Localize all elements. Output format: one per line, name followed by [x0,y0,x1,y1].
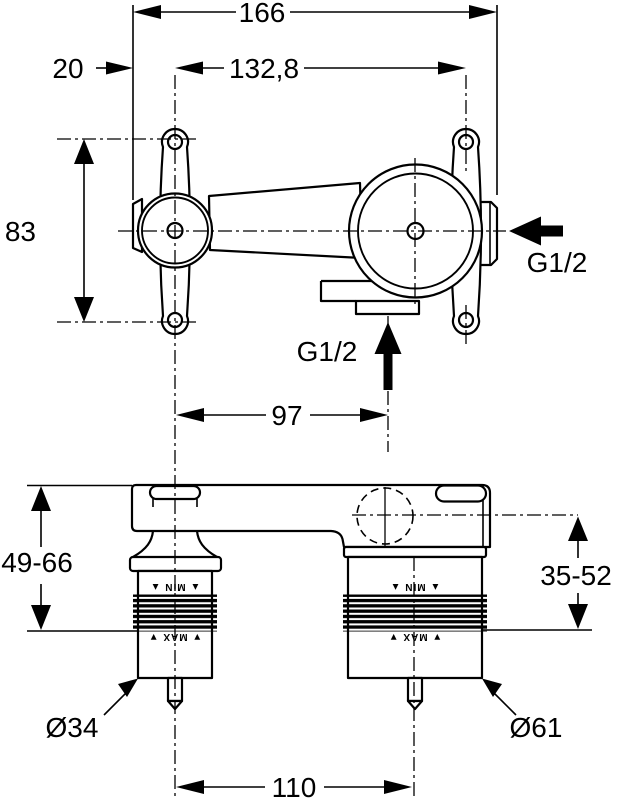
side-inlet-thread-label: G1/2 [527,247,588,278]
right-adjustment-band [343,594,487,632]
dim-overall-width-label: 166 [239,0,286,28]
dim-depth-left-label: 49-66 [1,547,73,578]
left-fixing-slot-walls [152,499,198,507]
outlet-flange-plate [354,299,421,316]
right-fixing-slot [434,484,488,503]
dim-hole-spacing-label: 132,8 [229,53,299,84]
dim-outlet-arrow-right [360,408,388,422]
side-inlet-arrow [509,216,563,246]
dim-depth-right-label: 35-52 [540,560,612,591]
right-connection-tab [481,200,499,267]
diameter-large-label: Ø61 [510,712,563,743]
dim-outlet-arrow-left [176,408,204,422]
front-view: ▲ MIN ▲ ▼ MAX ▼ ▲ MIN ▲ ▼ MAX ▼ [128,483,492,711]
dim-vertical-arrow-up [74,139,94,164]
right-max-marking: ▼ MAX ▼ [388,631,443,642]
outlet-housing-step [319,279,372,303]
dim-hole-spacing-horizontal: 132,8 [175,53,466,84]
dim-connection-spacing-label: 110 [272,772,317,800]
dim-connection-spacing: 110 [176,772,412,800]
dim-vertical-spacing-label: 83 [5,216,36,247]
dim-connection-arrow-right [384,780,412,794]
dim-offset-left: 20 [52,53,133,84]
connecting-arm [207,181,364,260]
leader-diameter-small: Ø34 [46,678,138,743]
side-inlet-annotation: G1/2 [509,216,588,278]
right-min-marking: ▲ MIN ▲ [390,581,441,592]
bottom-outlet-arrow [374,322,402,390]
bottom-outlet-annotation: G1/2 [297,322,402,390]
dim-overall-width-arrow-right [469,5,497,19]
dim-depth-right-arrow-up [568,516,588,541]
dim-depth-left-arrow-up [31,486,51,511]
dim-hole-spacing-vertical: 83 [5,139,94,322]
leader-diameter-large: Ø61 [482,678,563,743]
left-neck [132,530,218,558]
right-guide-pin [406,676,424,703]
bottom-outlet-thread-label: G1/2 [297,336,358,367]
dim-hole-spacing-arrow-left [175,61,203,75]
leader-diameter-small-arrowhead [118,678,138,697]
dim-hole-spacing-arrow-right [438,61,466,75]
dim-connection-arrow-left [176,780,204,794]
dim-vertical-arrow-down [74,297,94,322]
right-flange [342,545,488,559]
dim-overall-width: 166 [133,0,497,28]
dim-depth-left: 49-66 [1,486,73,630]
center-lines [57,75,578,800]
dim-depth-right-arrow-down [568,604,588,629]
right-guide-pin-tip [406,699,424,711]
diameter-small-label: Ø34 [46,712,99,743]
dim-outlet-distance-label: 97 [271,400,302,431]
dim-overall-width-arrow-left [133,5,161,19]
dim-offset-left-arrow [106,61,133,75]
dim-depth-left-arrow-down [31,605,51,630]
dim-offset-left-label: 20 [52,53,83,84]
leader-diameter-large-arrowhead [482,678,502,697]
dim-outlet-distance: 97 [176,400,388,431]
dim-depth-right: 35-52 [540,516,612,629]
extension-lines [27,5,592,632]
